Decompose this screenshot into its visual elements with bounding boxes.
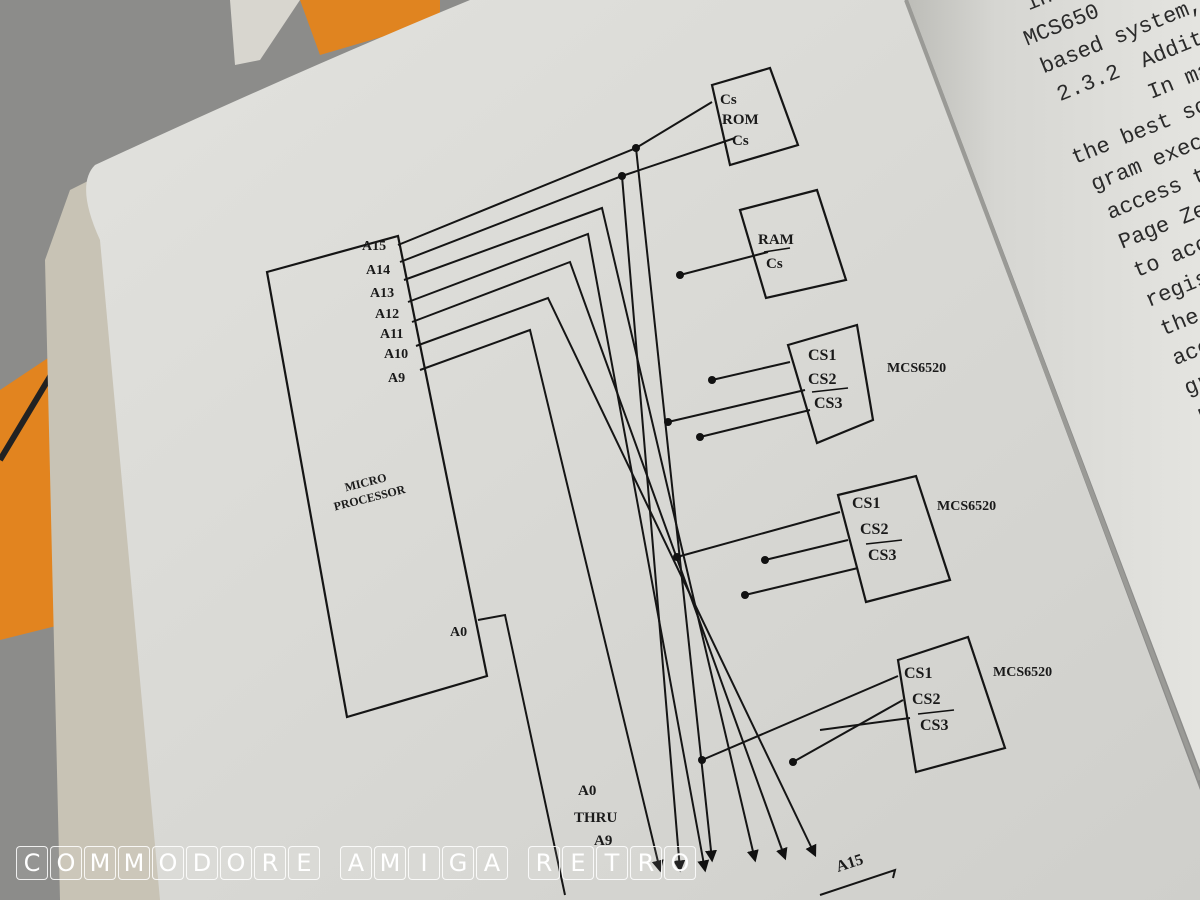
watermark-letter: M <box>374 846 406 880</box>
rom-label: ROM <box>722 112 759 128</box>
bus-label-a9: A9 <box>594 833 612 849</box>
address-bus-wires <box>397 101 911 896</box>
watermark-letter: M <box>118 846 150 880</box>
junction-dots <box>618 144 797 766</box>
watermark-letter: M <box>84 846 116 880</box>
pia-chip-2 <box>836 474 952 604</box>
pin-a10: A10 <box>384 347 408 362</box>
gutter <box>904 0 1200 781</box>
pia-pin-cs3: CS3 <box>868 547 896 564</box>
pin-a12: A12 <box>375 307 399 322</box>
watermark-letter: A <box>340 846 372 880</box>
right-page <box>908 0 1200 770</box>
watermark-letter: I <box>408 846 440 880</box>
bus-label-thru: THRU <box>574 810 618 826</box>
pia-pin-cs2: CS2 <box>912 691 940 708</box>
left-page <box>86 0 1200 900</box>
orange-notebook-top <box>300 0 440 55</box>
pia-chip-3 <box>896 635 1007 774</box>
pia-pin-cs1: CS1 <box>904 665 932 682</box>
pia-name: MCS6520 <box>887 361 946 376</box>
watermark-letter: O <box>220 846 252 880</box>
pia-pin-cs2: CS2 <box>860 521 888 538</box>
watermark-letter: R <box>630 846 662 880</box>
pia-pin-cs3: CS3 <box>814 395 842 412</box>
pin-a14: A14 <box>366 263 390 278</box>
watermark-letter: C <box>16 846 48 880</box>
watermark-letter: E <box>288 846 320 880</box>
pia-pin-cs3: CS3 <box>920 717 948 734</box>
pin-a9: A9 <box>388 371 405 386</box>
ram-cs: Cs <box>766 256 783 272</box>
pia-pin-cs1: CS1 <box>808 347 836 364</box>
watermark-letter: D <box>186 846 218 880</box>
ram-chip <box>738 188 848 300</box>
binder-edge <box>230 0 300 65</box>
watermark-letter: O <box>50 846 82 880</box>
pin-a13: A13 <box>370 286 394 301</box>
watermark-letter: R <box>528 846 560 880</box>
pia-pin-cs1: CS1 <box>852 495 880 512</box>
pia-name: MCS6520 <box>937 499 996 514</box>
rom-cs-bottom: Cs <box>732 133 749 149</box>
microprocessor-box <box>265 234 489 719</box>
pia-name: MCS6520 <box>993 665 1052 680</box>
rom-cs-top: Cs <box>720 92 737 108</box>
rom-chip <box>710 66 800 167</box>
watermark-letter: E <box>562 846 594 880</box>
ram-label: RAM <box>758 232 794 248</box>
watermark-letter: O <box>152 846 184 880</box>
watermark-letter: O <box>664 846 696 880</box>
right-page-line: F <box>1195 402 1200 430</box>
pia-pin-cs2: CS2 <box>808 371 836 388</box>
pin-a15: A15 <box>362 239 386 254</box>
watermark-letter: T <box>596 846 628 880</box>
pin-a11: A11 <box>380 327 403 342</box>
watermark-letter: A <box>476 846 508 880</box>
watermark-letter: G <box>442 846 474 880</box>
bus-label-a0: A0 <box>578 783 596 799</box>
pin-a0: A0 <box>450 625 467 640</box>
page-stack <box>45 170 175 900</box>
watermark-letter: R <box>254 846 286 880</box>
